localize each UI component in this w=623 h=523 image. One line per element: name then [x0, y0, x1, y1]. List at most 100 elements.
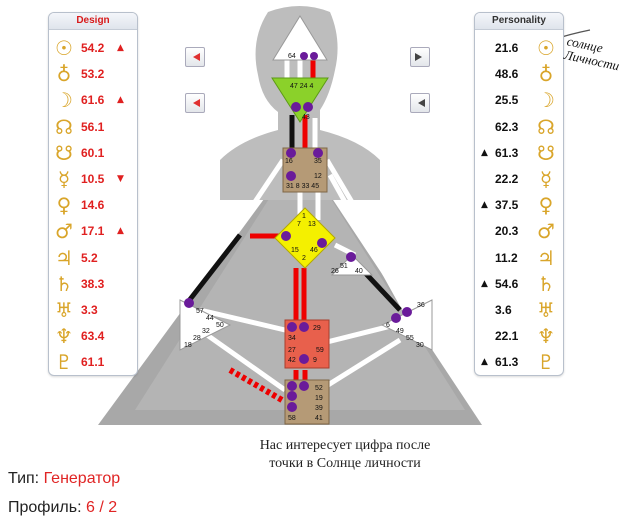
arrow-left-icon	[418, 99, 425, 107]
personality-row-8: ♂20.3	[475, 219, 563, 243]
design-row-1: ☉54.2▲	[49, 36, 137, 60]
type-line: Тип: Генератор	[8, 470, 120, 488]
svg-text:6: 6	[386, 322, 390, 329]
design-panel-title: Design	[49, 13, 137, 30]
personality-value: 21.6	[495, 41, 519, 55]
moon-icon: ☽	[537, 88, 555, 113]
caption-line-1: Нас интересует цифра после	[259, 438, 431, 453]
svg-text:35: 35	[314, 158, 322, 165]
svg-text:34: 34	[288, 335, 296, 342]
personality-row-4: ☊62.3	[475, 115, 563, 139]
personality-row-6: ☿ 22.2	[475, 167, 563, 191]
design-value: 17.1	[81, 224, 105, 239]
personality-value: 54.6	[495, 276, 519, 291]
venus-icon: ♀	[538, 193, 554, 218]
design-row-9: ♃ 5.2	[49, 246, 137, 270]
mercury-icon: ☿	[539, 167, 553, 191]
personality-value: 61.3	[495, 145, 519, 160]
personality-row-10: ♄54.6▲	[475, 272, 563, 296]
svg-text:12: 12	[314, 173, 322, 180]
arrow-left-icon	[193, 53, 200, 61]
svg-text:1: 1	[302, 213, 306, 220]
g-center	[274, 207, 336, 269]
north-node-icon: ☊	[55, 114, 73, 139]
jupiter-icon: ♃	[537, 245, 555, 270]
design-row-4: ☊ 56.1	[49, 115, 137, 139]
svg-text:19: 19	[315, 395, 323, 402]
arrow-left-icon	[193, 99, 200, 107]
design-value: 5.2	[81, 250, 98, 265]
svg-text:16: 16	[285, 158, 293, 165]
prev-design-button-1[interactable]	[185, 47, 205, 67]
heart-center	[330, 254, 374, 276]
design-row-2: ♁53.2	[49, 62, 137, 86]
design-value: 56.1	[81, 119, 105, 134]
pluto-icon: ♇	[55, 350, 73, 375]
svg-text:28: 28	[193, 335, 201, 342]
personality-value: 22.2	[495, 172, 519, 186]
design-value: 53.2	[81, 67, 105, 82]
trend-arrow-icon: ▲	[481, 357, 488, 368]
prev-personality-button-2[interactable]	[410, 93, 430, 113]
design-value: 14.6	[81, 198, 105, 213]
jupiter-icon: ♃	[55, 245, 73, 270]
arrow-right-icon	[415, 53, 422, 61]
personality-value: 61.3	[495, 355, 519, 370]
svg-text:13: 13	[308, 221, 316, 228]
design-value: 61.6	[81, 93, 105, 108]
uranus-icon: ♅	[537, 298, 555, 322]
venus-icon: ♀	[56, 193, 72, 218]
personality-value: 11.2	[495, 250, 518, 265]
personality-panel: Personality ☉21.6♁48.6☽25.5☊62.3☋61.3▲☿2…	[474, 12, 564, 376]
caption: Нас интересует цифра после точки в Солнц…	[225, 437, 465, 473]
next-personality-button-1[interactable]	[410, 47, 430, 67]
design-value: 54.2	[81, 41, 105, 55]
design-row-6: ☿10.5▼	[49, 167, 137, 191]
svg-text:15: 15	[291, 247, 299, 254]
profile-label: Профиль:	[8, 499, 82, 516]
trend-arrow-icon: ▲	[117, 43, 124, 53]
uranus-icon: ♅	[55, 298, 73, 322]
svg-text:2: 2	[302, 255, 306, 262]
personality-row-3: ☽25.5	[475, 88, 563, 112]
svg-text:52: 52	[315, 385, 323, 392]
south-node-icon: ☋	[537, 140, 555, 165]
trend-arrow-icon: ▲	[481, 147, 488, 158]
trend-arrow-icon: ▲	[117, 95, 124, 106]
prev-design-button-2[interactable]	[185, 93, 205, 113]
personality-row-1: ☉ 21.6	[475, 36, 563, 60]
svg-text:64: 64	[288, 53, 296, 60]
svg-text:40: 40	[355, 268, 363, 275]
svg-text:27: 27	[288, 347, 296, 354]
design-value: 61.1	[81, 355, 105, 370]
svg-text:47 24 4: 47 24 4	[290, 83, 313, 90]
svg-text:42: 42	[288, 357, 296, 364]
personality-row-9: ♃ 11.2	[475, 246, 563, 270]
design-row-12: ♆63.4	[49, 324, 137, 348]
design-row-10: ♄38.3	[49, 272, 137, 296]
svg-text:29: 29	[313, 325, 321, 332]
personality-value: 20.3	[495, 224, 519, 239]
svg-text:59: 59	[316, 347, 324, 354]
head-center	[272, 15, 328, 61]
design-row-3: ☽61.6▲	[49, 88, 137, 112]
trend-arrow-icon: ▲	[117, 226, 124, 237]
svg-text:30: 30	[416, 342, 424, 349]
svg-text:32: 32	[202, 328, 210, 335]
sun-icon: ☉	[537, 36, 555, 60]
mercury-icon: ☿	[57, 167, 71, 191]
svg-text:9: 9	[313, 357, 317, 364]
svg-text:58: 58	[288, 415, 296, 422]
design-row-7: ♀ 14.6	[49, 193, 137, 217]
earth-icon: ♁	[538, 62, 554, 87]
svg-text:26: 26	[331, 268, 339, 275]
type-label: Тип:	[8, 470, 40, 487]
profile-value: 6 / 2	[85, 499, 118, 516]
trend-arrow-icon: ▲	[481, 278, 488, 289]
svg-text:18: 18	[184, 342, 192, 349]
svg-text:41: 41	[315, 415, 323, 422]
svg-text:36: 36	[417, 302, 425, 309]
caption-line-2: точки в Солнце личности	[269, 456, 421, 471]
